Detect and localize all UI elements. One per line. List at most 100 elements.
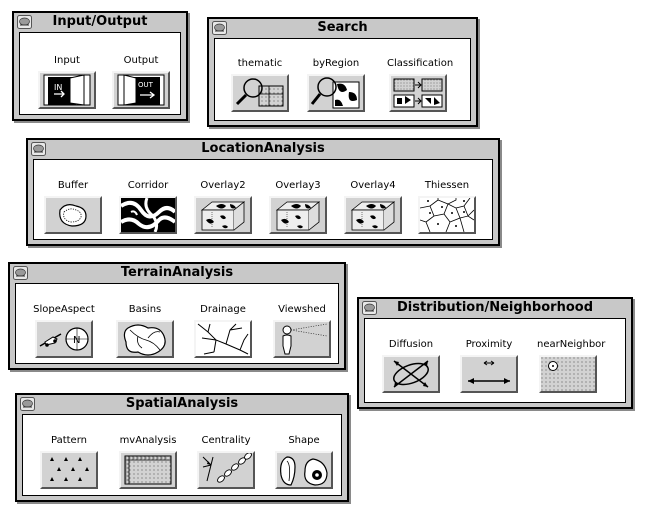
centrality-button[interactable] (197, 451, 255, 489)
door-in-icon: IN (43, 74, 91, 106)
tool-label: Thiessen (424, 180, 470, 191)
byregion-button[interactable] (307, 74, 365, 112)
mv-grid-icon (124, 455, 172, 485)
tool-byregion: byRegion (305, 58, 367, 112)
panel-title: SpatialAnalysis (125, 396, 239, 411)
tool-buffer: Buffer (42, 180, 104, 234)
tool-label: Corridor (127, 180, 169, 191)
panel-content: Input IN Output OUT (19, 32, 181, 115)
tool-label: Buffer (57, 180, 89, 191)
input-output-panel: Input/Output Input IN Output (12, 11, 188, 121)
tool-label: Drainage (200, 304, 246, 315)
drainage-network-icon (196, 322, 250, 356)
buffer-button[interactable] (44, 196, 102, 234)
door-out-icon: OUT (117, 74, 165, 106)
tool-label: byRegion (312, 58, 360, 69)
svg-text:OUT: OUT (138, 81, 154, 89)
tool-label: Overlay2 (200, 180, 246, 191)
tool-label: Diffusion (388, 339, 434, 350)
corridor-button[interactable] (119, 196, 177, 234)
panel-title: TerrainAnalysis (120, 265, 234, 280)
slopeaspect-button[interactable]: N (35, 320, 93, 358)
panel-title: Distribution/Neighborhood (396, 300, 593, 315)
tool-corridor: Corridor (117, 180, 179, 234)
classification-button[interactable] (389, 74, 447, 112)
centrality-chain-icon (202, 453, 252, 483)
output-button[interactable]: OUT (112, 71, 170, 109)
tool-label: Pattern (51, 435, 87, 446)
terrain-analysis-panel: TerrainAnalysis SlopeAspect N Basins (8, 262, 346, 370)
tool-drainage: Drainage (192, 304, 254, 358)
panel-title: LocationAnalysis (201, 141, 325, 156)
tool-input: Input IN (36, 55, 98, 109)
tool-pattern: Pattern (38, 435, 100, 489)
panel-title: Input/Output (52, 14, 148, 29)
tool-output: Output OUT (110, 55, 172, 109)
thiessen-polygons-icon (420, 198, 474, 232)
drainage-button[interactable] (194, 320, 252, 358)
tool-proximity: Proximity (458, 339, 520, 393)
tool-viewshed: Viewshed (271, 304, 333, 358)
tool-thiessen: Thiessen (416, 180, 478, 234)
location-analysis-panel: LocationAnalysis Buffer Corridor (26, 138, 500, 246)
basin-leaf-icon (123, 324, 166, 356)
tool-label: Classification (387, 58, 454, 69)
pattern-button[interactable] (40, 451, 98, 489)
tool-basins: Basins (114, 304, 176, 358)
overlay-cube-icon (271, 198, 325, 232)
tool-label: mvAnalysis (119, 435, 177, 446)
panel-title: Search (317, 20, 368, 35)
overlay3-button[interactable] (269, 196, 327, 234)
tool-thematic: thematic (229, 58, 291, 112)
svg-text:N: N (73, 335, 80, 346)
tool-overlay2: Overlay2 (192, 180, 254, 234)
near-neighbor-dots-icon (541, 357, 595, 391)
basins-button[interactable] (116, 320, 174, 358)
panel-content: Diffusion Proximity nearNeighbor (364, 318, 626, 403)
tool-label: SlopeAspect (33, 304, 95, 315)
search-panel: Search thematic byRegion (207, 17, 478, 127)
shape-silhouette-icon (280, 456, 328, 486)
tool-label: Proximity (465, 339, 513, 350)
thiessen-button[interactable] (418, 196, 476, 234)
tool-label: Centrality (201, 435, 251, 446)
tool-label: Input (54, 55, 80, 66)
tool-slopeaspect: SlopeAspect N (33, 304, 95, 358)
input-button[interactable]: IN (38, 71, 96, 109)
svg-text:IN: IN (54, 83, 62, 92)
tool-label: Basins (128, 304, 162, 315)
tool-label: Output (123, 55, 159, 66)
mvanalysis-button[interactable] (119, 451, 177, 489)
tool-label: nearNeighbor (537, 339, 606, 350)
panel-content: SlopeAspect N Basins (15, 283, 339, 364)
tool-mvanalysis: mvAnalysis (117, 435, 179, 489)
proximity-arrows-icon (468, 360, 510, 384)
proximity-button[interactable] (460, 355, 518, 393)
tool-shape: Shape (273, 435, 335, 489)
overlay2-button[interactable] (194, 196, 252, 234)
pattern-triangles-icon (50, 457, 89, 481)
panel-content: Buffer Corridor Overlay2 (33, 159, 493, 240)
tool-label: thematic (237, 58, 283, 69)
overlay-cube-icon (346, 198, 400, 232)
panel-content: thematic byRegion (214, 38, 471, 121)
shape-button[interactable] (275, 451, 333, 489)
spatial-analysis-panel: SpatialAnalysis Pattern mvAnalysis (15, 393, 349, 502)
tool-label: Viewshed (278, 304, 326, 315)
diffusion-button[interactable] (382, 355, 440, 393)
tool-label: Overlay4 (350, 180, 396, 191)
magnifier-region-icon (310, 77, 360, 109)
tool-overlay4: Overlay4 (342, 180, 404, 234)
nearneighbor-button[interactable] (539, 355, 597, 393)
thematic-button[interactable] (231, 74, 289, 112)
overlay4-button[interactable] (344, 196, 402, 234)
tool-label: Shape (288, 435, 320, 446)
tool-label: Overlay3 (275, 180, 321, 191)
tool-centrality: Centrality (195, 435, 257, 489)
tool-diffusion: Diffusion (380, 339, 442, 393)
buffer-outline-icon (59, 204, 87, 227)
slope-compass-icon: N (39, 327, 89, 351)
viewshed-button[interactable] (273, 320, 331, 358)
viewshed-person-icon (282, 323, 328, 355)
classification-grid-icon (393, 78, 443, 108)
